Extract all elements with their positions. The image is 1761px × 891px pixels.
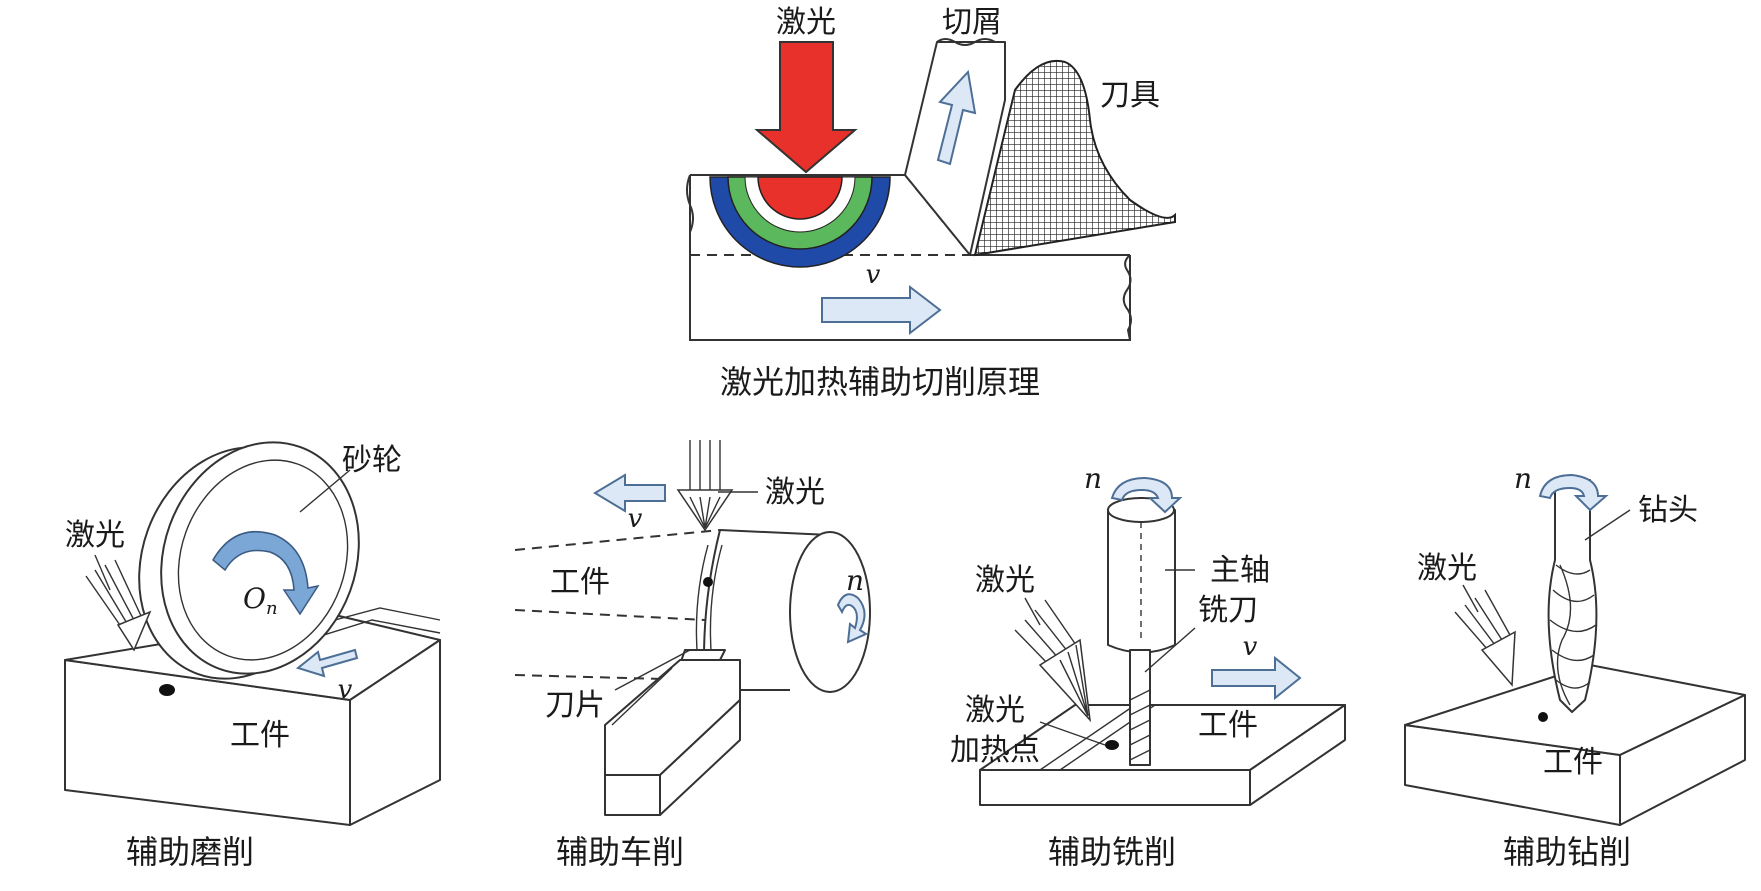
wheel-label: 砂轮 bbox=[342, 443, 402, 478]
milling-panel: n 主轴 铣刀 v 激光 激光 加热点 工件 辅助铣削 bbox=[950, 462, 1346, 871]
milling-workpiece-label: 工件 bbox=[1198, 708, 1258, 743]
grinding-workpiece-label: 工件 bbox=[230, 718, 290, 753]
grinding-wheel bbox=[138, 441, 360, 680]
grinding-laser-label: 激光 bbox=[65, 518, 125, 553]
turning-laser-emitter bbox=[676, 440, 734, 532]
milling-velocity-label: v bbox=[1243, 632, 1258, 662]
spindle-label: 主轴 bbox=[1210, 553, 1270, 588]
drill-label: 钻头 bbox=[1638, 493, 1698, 528]
principle-laser-label: 激光 bbox=[776, 5, 836, 40]
grinding-velocity-arrow bbox=[295, 648, 359, 678]
tool-label: 刀具 bbox=[1100, 78, 1160, 113]
wheel-center-label: On bbox=[243, 582, 278, 619]
feed-velocity-arrow bbox=[821, 284, 942, 336]
principle-panel: 激光 切屑 刀具 v 激光加热辅助切削原理 bbox=[686, 5, 1176, 401]
heat-spot-label-line1: 激光 bbox=[965, 693, 1025, 728]
milling-caption: 辅助铣削 bbox=[1048, 833, 1176, 871]
milling-rotation-arrow bbox=[1110, 476, 1183, 514]
milling-cutter bbox=[1129, 649, 1151, 766]
chip-label: 切屑 bbox=[942, 5, 1002, 40]
drilling-rotation-arrow bbox=[1538, 473, 1609, 512]
milling-laser-label: 激光 bbox=[975, 563, 1035, 598]
drilling-laser-emitter bbox=[1454, 589, 1516, 687]
chip bbox=[904, 41, 1006, 256]
heat-spot-label-line2: 加热点 bbox=[950, 733, 1040, 768]
turning-panel: n 刀片 工件 激光 v 辅助车削 bbox=[514, 440, 871, 871]
cutting-tool bbox=[973, 59, 1176, 257]
turning-caption: 辅助车削 bbox=[556, 833, 684, 871]
cutter-label: 铣刀 bbox=[1198, 593, 1258, 628]
turning-rotation-arrow bbox=[836, 593, 869, 644]
turning-heat-spot bbox=[703, 577, 713, 587]
principle-caption: 激光加热辅助切削原理 bbox=[720, 363, 1040, 401]
drilling-heat-spot bbox=[1538, 712, 1548, 722]
insert-label: 刀片 bbox=[545, 688, 605, 723]
drilling-workpiece-label: 工件 bbox=[1543, 745, 1603, 780]
heat-zones bbox=[709, 176, 891, 268]
turning-laser-label: 激光 bbox=[765, 475, 825, 510]
grinding-heat-spot bbox=[159, 684, 175, 696]
milling-heat-spot bbox=[1105, 740, 1119, 750]
milling-rotation-label: n bbox=[1084, 462, 1102, 495]
milling-velocity-arrow bbox=[1211, 655, 1302, 701]
grinding-velocity-label: v bbox=[338, 675, 353, 705]
grinding-caption: 辅助磨削 bbox=[126, 833, 254, 871]
drilling-panel: n 钻头 激光 工件 辅助钻削 bbox=[1404, 462, 1746, 871]
turning-velocity-arrow bbox=[593, 473, 666, 513]
turning-workpiece-label: 工件 bbox=[550, 565, 610, 600]
drill-bit bbox=[1547, 479, 1598, 713]
drilling-caption: 辅助钻削 bbox=[1503, 833, 1631, 871]
wheel-rotation-arrow bbox=[212, 530, 320, 616]
grinding-laser-emitter bbox=[85, 559, 152, 652]
turning-rotation-label: n bbox=[846, 564, 864, 597]
milling-laser-emitter bbox=[1014, 599, 1092, 723]
laser-beam-arrow bbox=[754, 41, 858, 174]
principle-workpiece bbox=[689, 175, 1131, 341]
spindle bbox=[1107, 497, 1176, 654]
grinding-panel: On 砂轮 激光 v 工件 辅助磨削 bbox=[64, 441, 441, 871]
chip-flow-arrow bbox=[936, 69, 977, 166]
turning-workpiece-end bbox=[789, 531, 871, 693]
drilling-rotation-label: n bbox=[1514, 462, 1532, 495]
principle-velocity-label: v bbox=[866, 260, 881, 290]
drilling-laser-label: 激光 bbox=[1417, 551, 1477, 586]
turning-velocity-label: v bbox=[628, 504, 643, 534]
